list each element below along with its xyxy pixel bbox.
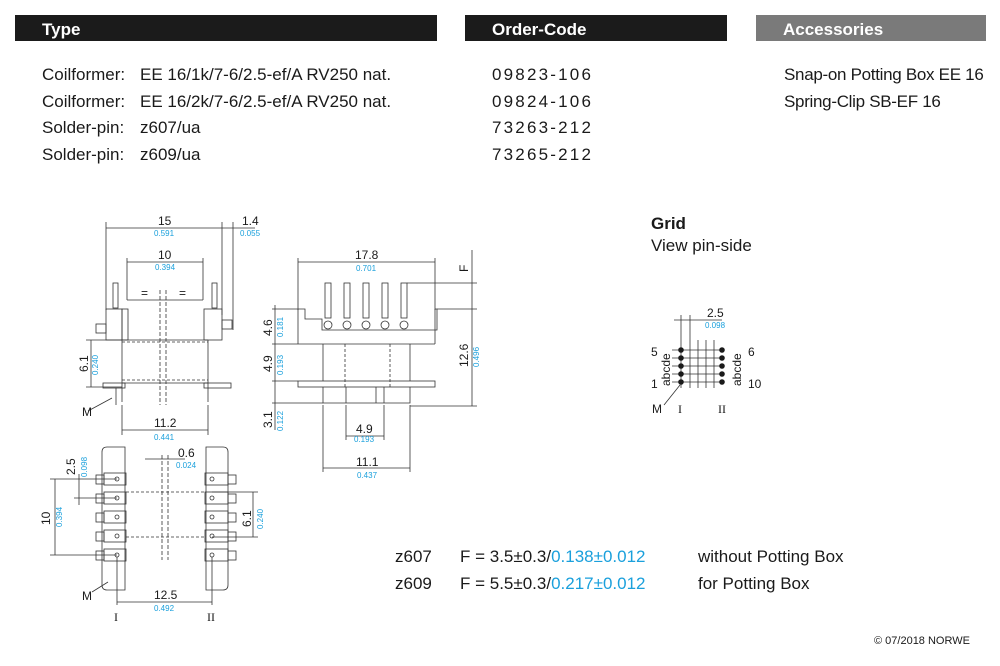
dim-front-width-in: 0.591 xyxy=(154,229,175,238)
accessories-header: Accessories xyxy=(756,15,986,41)
grid-subtitle: View pin-side xyxy=(651,236,752,255)
dim-bottom-rowdist-in: 0.492 xyxy=(154,604,175,613)
pin-option-formula: F = 3.5±0.3/0.138±0.012 xyxy=(460,547,646,566)
dim-bottom-pitch: 2.5 xyxy=(64,458,78,475)
dim-side-top: 4.6 xyxy=(261,319,275,336)
dim-side-mid-in: 0.193 xyxy=(276,354,285,375)
front-view xyxy=(86,222,255,435)
grid-pitch-in: 0.098 xyxy=(705,321,726,330)
dim-front-bottom-in: 0.441 xyxy=(154,433,175,442)
dim-side-bottom-in: 0.122 xyxy=(276,410,285,431)
dim-bottom-slot: 0.6 xyxy=(178,446,195,460)
dim-side-inner: 4.9 xyxy=(356,422,373,436)
accessory-item: Spring-Clip SB-EF 16 xyxy=(784,91,941,111)
copyright: © 07/2018 NORWE xyxy=(874,635,970,647)
pin-option-formulas: F = 3.5±0.3/0.138±0.012 F = 5.5±0.3/0.21… xyxy=(460,543,646,597)
dim-side-base-in: 0.437 xyxy=(357,471,378,480)
grid-pin-1: 1 xyxy=(651,377,658,391)
dim-bottom-pitch-in: 0.098 xyxy=(80,456,89,477)
dim-side-inner-in: 0.193 xyxy=(354,435,375,444)
dim-side-total-in: 0.496 xyxy=(472,346,481,367)
order-code-header: Order-Code xyxy=(465,15,727,41)
type-row: Coilformer:EE 16/1k/7-6/2.5-ef/A RV250 n… xyxy=(42,65,392,84)
equal-right: = xyxy=(179,286,186,300)
grid-marker-m: M xyxy=(652,402,662,416)
type-row: Solder-pin:z607/ua xyxy=(42,118,201,137)
marker-m-bottom: M xyxy=(82,589,92,603)
pin-option-notes: without Potting Box for Potting Box xyxy=(698,543,844,597)
grid-col-ii: II xyxy=(718,402,726,416)
dim-side-mid: 4.9 xyxy=(261,355,275,372)
row-label-ii: II xyxy=(207,610,215,624)
dim-front-pin: 1.4 xyxy=(242,214,259,228)
order-code: 09823-106 xyxy=(492,65,594,84)
order-code: 73263-212 xyxy=(492,118,594,137)
pin-option-note: without Potting Box xyxy=(698,547,844,566)
dim-front-inner-in: 0.394 xyxy=(155,263,176,272)
grid-pin-10: 10 xyxy=(748,377,762,391)
order-code: 09824-106 xyxy=(492,91,594,111)
dim-front-height: 6.1 xyxy=(77,355,91,372)
grid-title: Grid xyxy=(651,214,686,233)
order-code-list: 09823-106 09824-106 73263-212 73265-212 xyxy=(492,62,593,168)
dim-front-width: 15 xyxy=(158,214,172,228)
dim-front-pin-in: 0.055 xyxy=(240,229,261,238)
dim-side-base: 11.1 xyxy=(356,455,379,469)
dim-front-bottom: 11.2 xyxy=(154,416,177,430)
dim-bottom-height: 6.1 xyxy=(240,510,254,527)
equal-left: = xyxy=(141,286,148,300)
grid-pitch: 2.5 xyxy=(707,306,724,320)
type-row: Coilformer:EE 16/2k/7-6/2.5-ef/A RV250 n… xyxy=(42,91,392,111)
dim-bottom-rowdist: 12.5 xyxy=(154,588,178,602)
dim-bottom-height-in: 0.240 xyxy=(256,508,265,529)
accessories-list: Snap-on Potting Box EE 16 Spring-Clip SB… xyxy=(784,62,984,115)
dim-side-total: 12.6 xyxy=(457,343,471,367)
pin-option-names: z607 z609 xyxy=(395,543,432,597)
dim-bottom-span-in: 0.394 xyxy=(55,506,64,527)
type-row: Solder-pin:z609/ua xyxy=(42,144,201,164)
dim-side-bottom: 3.1 xyxy=(261,411,275,428)
dim-side-width: 17.8 xyxy=(355,248,379,262)
grid-row-letters-right: abcde xyxy=(730,353,744,386)
pin-option-pin: z607 xyxy=(395,547,432,566)
grid-col-i: I xyxy=(678,402,682,416)
pin-option-formula: F = 5.5±0.3/0.217±0.012 xyxy=(460,574,646,593)
dim-side-width-in: 0.701 xyxy=(356,264,377,273)
dim-bottom-slot-in: 0.024 xyxy=(176,461,197,470)
row-label-i: I xyxy=(114,610,118,624)
dim-front-height-in: 0.240 xyxy=(91,354,100,375)
grid-pin-6: 6 xyxy=(748,345,755,359)
type-header: Type xyxy=(15,15,437,41)
pin-option-pin: z609 xyxy=(395,574,432,593)
grid-row-letters-left: abcde xyxy=(659,353,673,386)
side-view xyxy=(272,250,477,472)
marker-m-front: M xyxy=(82,405,92,419)
dim-f-label: F xyxy=(457,265,471,272)
type-list: Coilformer:EE 16/1k/7-6/2.5-ef/A RV250 n… xyxy=(42,62,391,168)
grid-pin-5: 5 xyxy=(651,345,658,359)
accessory-item: Snap-on Potting Box EE 16 xyxy=(784,65,984,84)
dim-side-top-in: 0.181 xyxy=(276,316,285,337)
bottom-view xyxy=(50,446,258,605)
dim-bottom-span: 10 xyxy=(39,511,53,525)
order-code: 73265-212 xyxy=(492,144,594,164)
grid-pins xyxy=(678,347,725,385)
pin-option-note: for Potting Box xyxy=(698,574,810,593)
dim-front-inner: 10 xyxy=(158,248,172,262)
